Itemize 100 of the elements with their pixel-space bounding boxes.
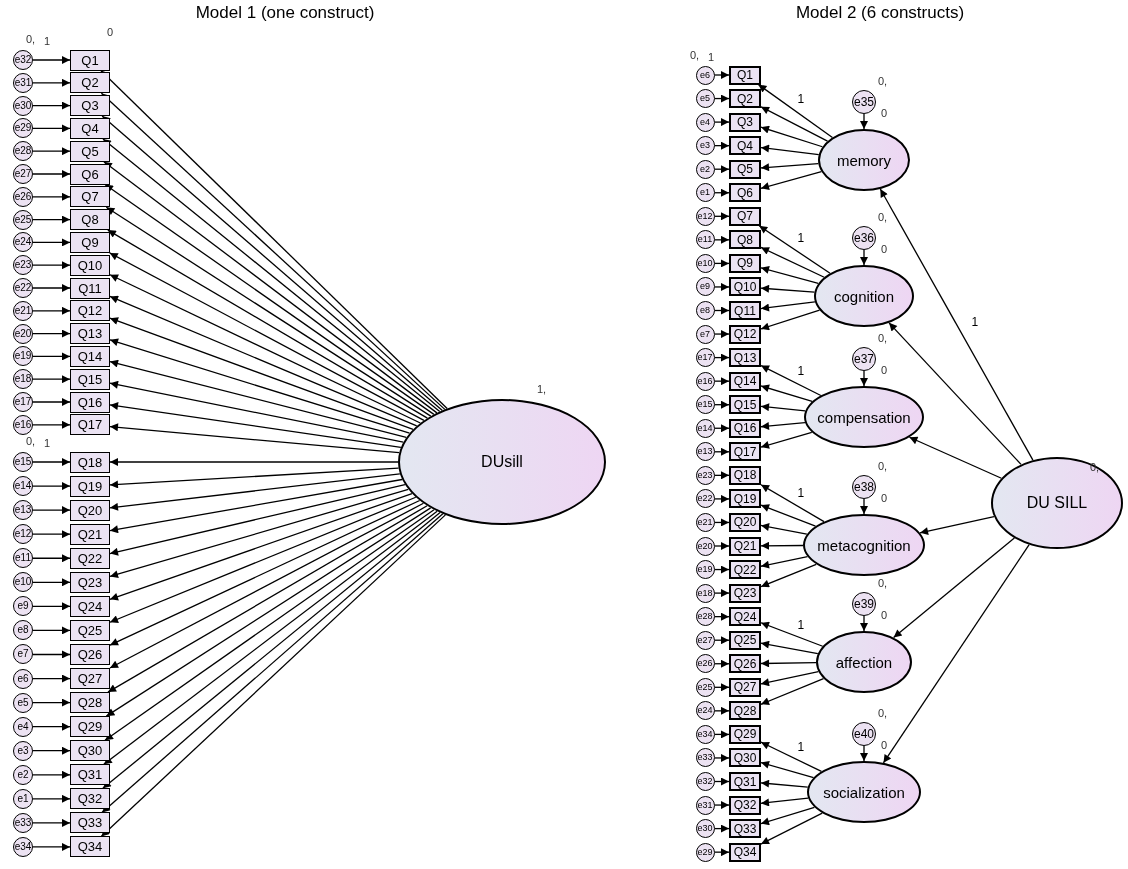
indicator-box: Q3 xyxy=(729,112,761,132)
arrow xyxy=(109,338,411,434)
arrow xyxy=(713,71,730,79)
indicator-box: Q15 xyxy=(70,368,110,390)
arrow xyxy=(32,352,71,361)
indicator-box: Q14 xyxy=(70,345,110,367)
arrow xyxy=(713,118,730,127)
arrow xyxy=(32,818,71,827)
edge-label: 1 xyxy=(796,93,806,105)
indicator-box: Q28 xyxy=(70,692,110,714)
arrow xyxy=(32,554,71,563)
arrow xyxy=(32,56,71,64)
indicator-box: Q20 xyxy=(729,512,761,532)
arrow xyxy=(32,842,71,851)
arrow xyxy=(860,615,868,632)
arrow xyxy=(32,192,71,201)
arrow xyxy=(713,141,730,150)
arrow xyxy=(32,329,71,338)
arrow xyxy=(32,124,71,133)
arrow xyxy=(109,473,401,511)
indicator-box: Q29 xyxy=(70,716,110,738)
indicator-box: Q10 xyxy=(70,254,110,276)
arrow xyxy=(758,225,831,274)
arrow xyxy=(713,424,730,433)
arrow xyxy=(713,330,730,339)
indicator-box: Q1 xyxy=(70,49,110,71)
arrow xyxy=(760,403,806,412)
indicator-box: Q24 xyxy=(729,607,761,627)
arrow xyxy=(109,458,399,466)
indicator-box: Q8 xyxy=(70,209,110,231)
indicator-box: Q5 xyxy=(729,159,761,179)
indicator-box: Q2 xyxy=(729,89,761,109)
arrow xyxy=(109,252,425,422)
arrow xyxy=(713,282,730,291)
arrow xyxy=(713,400,730,409)
arrow xyxy=(760,760,815,779)
indicator-box: Q12 xyxy=(70,300,110,322)
indicator-box: Q32 xyxy=(70,788,110,810)
indicator-box: Q34 xyxy=(70,836,110,858)
indicator-box: Q17 xyxy=(70,414,110,436)
indicator-box: Q26 xyxy=(70,643,110,665)
indicator-box: Q22 xyxy=(729,560,761,580)
arrow xyxy=(760,162,819,172)
arrow xyxy=(760,797,809,807)
arrow xyxy=(713,235,730,244)
arrow xyxy=(760,144,820,156)
arrow xyxy=(32,482,71,491)
parameter-label: 0 xyxy=(881,740,888,751)
arrow xyxy=(32,698,71,707)
arrow xyxy=(32,746,71,755)
arrow xyxy=(760,621,824,647)
arrow xyxy=(713,94,730,103)
indicator-box: Q1 xyxy=(729,65,761,85)
arrow xyxy=(109,492,413,601)
indicator-box: Q19 xyxy=(729,489,761,509)
arrow xyxy=(109,488,409,579)
latent-ellipse: DUsill xyxy=(398,399,606,525)
parameter-label: 0, xyxy=(878,333,888,344)
arrow xyxy=(109,317,414,430)
edge-label: 1 xyxy=(970,315,980,328)
parameter-label: 1 xyxy=(44,36,51,47)
indicator-box: Q13 xyxy=(729,348,761,368)
arrow xyxy=(32,674,71,683)
arrow xyxy=(860,249,868,266)
parameter-label: 0 xyxy=(881,244,888,255)
latent-ellipse: cognition xyxy=(814,265,914,327)
latent-ellipse: memory xyxy=(818,129,910,191)
arrow xyxy=(760,364,822,397)
arrow xyxy=(713,471,730,480)
model-title: Model 2 (6 constructs) xyxy=(795,4,965,21)
edge-label: 1 xyxy=(796,365,806,378)
arrow xyxy=(32,101,71,110)
arrow xyxy=(32,530,71,539)
indicator-box: Q17 xyxy=(729,442,761,462)
indicator-box: Q30 xyxy=(729,748,761,768)
arrow xyxy=(713,636,730,645)
indicator-box: Q29 xyxy=(729,724,761,744)
parameter-label: 0 xyxy=(881,108,888,119)
arrow xyxy=(713,212,730,221)
arrow xyxy=(109,467,400,489)
indicator-box: Q31 xyxy=(729,772,761,791)
arrow xyxy=(32,794,71,803)
arrow xyxy=(860,498,868,515)
parameter-label: 0, xyxy=(878,461,888,472)
arrow xyxy=(109,499,421,646)
arrow xyxy=(760,431,813,449)
arrow xyxy=(760,806,816,826)
indicator-box: Q21 xyxy=(729,536,761,556)
indicator-box: Q14 xyxy=(729,371,761,391)
parameter-label: 0 xyxy=(881,493,888,504)
indicator-box: Q18 xyxy=(70,451,110,473)
indicator-box: Q33 xyxy=(729,819,761,839)
edge-label: 1 xyxy=(796,618,806,631)
indicator-box: Q7 xyxy=(70,186,110,208)
latent-ellipse: metacognition xyxy=(803,514,925,576)
arrow xyxy=(109,496,417,623)
arrow xyxy=(32,506,71,515)
indicator-box: Q5 xyxy=(70,140,110,162)
arrow xyxy=(860,113,868,130)
arrow xyxy=(860,370,868,387)
